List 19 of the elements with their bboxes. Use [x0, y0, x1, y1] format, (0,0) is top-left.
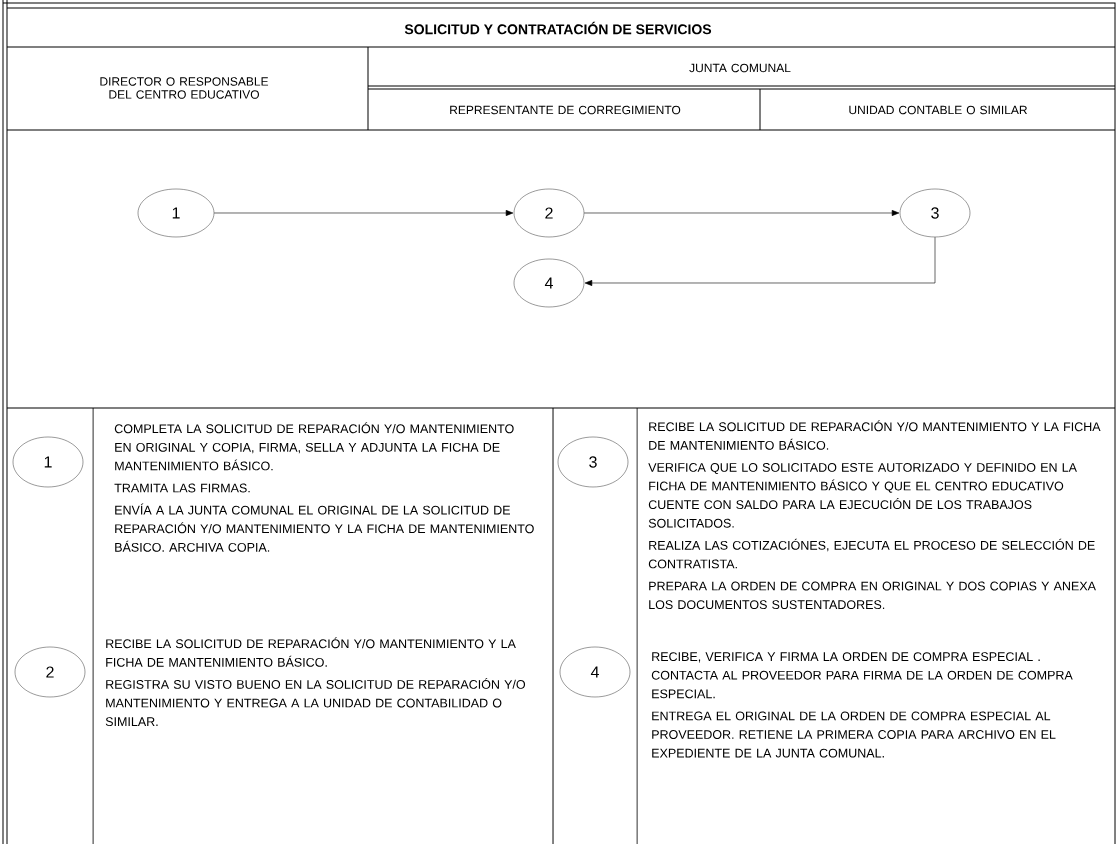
- description-text: RECIBE LA SOLICITUD DE REPARACIÓN Y/O MANTENIMIENTO Y LA FICHA DE MANTENIMIENTO BÁSICO.: [649, 420, 1101, 450]
- description-text: ENTREGA EL ORIGINAL DE LA ORDEN DE COMPRA ESPECIAL AL PROVEEDOR. RETIENE LA PRIMERA COPIA PARA ARCHIVO EN EL EXPEDIENTE DE LA JUNTA COMUNAL.: [652, 711, 1056, 758]
- lane-header: UNIDAD CONTABLE O SIMILAR: [849, 105, 1027, 115]
- description-text: COMPLETA LA SOLICITUD DE REPARACIÓN Y/O MANTENIMIENTO EN ORIGINAL Y COPIA, FIRMA, SELLA Y ADJUNTA LA FICHA DE MANTENIMIENTO BÁSICO.: [114, 422, 514, 471]
- lane-header: JUNTA COMUNAL: [689, 63, 791, 73]
- description-text: TRAMITA LAS FIRMAS.: [114, 483, 250, 493]
- description-text: REGISTRA SU VISTO BUENO EN LA SOLICITUD DE REPARACIÓN Y/O MANTENIMIENTO Y ENTREGA A LA UNIDAD DE CONTABILIDAD O SIMILAR.: [105, 677, 526, 727]
- arrow: [584, 236, 936, 286]
- description-text: ENVÍA A LA JUNTA COMUNAL EL ORIGINAL DE LA SOLICITUD DE REPARACIÓN Y/O MANTENIMIENTO Y LA FICHA DE MANTENIMIENTO BÁSICO. ARCHIVA COPIA.: [115, 503, 534, 552]
- description-text: RECIBE, VERIFICA Y FIRMA LA ORDEN DE COMPRA ESPECIAL . CONTACTA AL PROVEEDOR PARA FIRMA DE LA ORDEN DE COMPRA ESPECIAL.: [651, 652, 1073, 699]
- description-text: REALIZA LAS COTIZACIÓNES, EJECUTA EL PROCESO DE SELECCIÓN DE CONTRATISTA.: [648, 538, 1095, 569]
- description-text: VERIFICA QUE LO SOLICITADO ESTE AUTORIZADO Y DEFINIDO EN LA FICHA DE MANTENIMIENTO BÁSICO Y QUE EL CENTRO EDUCATIVO CUENTE CON SALDO PARA LA EJECUCIÓN DE LOS TRABAJOS SOLICITADOS.: [648, 463, 1077, 528]
- lane-header: DIRECTOR O RESPONSABLE DEL CENTRO EDUCATIVO: [100, 77, 269, 99]
- arrow: [213, 210, 514, 216]
- description-text: RECIBE LA SOLICITUD DE REPARACIÓN Y/O MANTENIMIENTO Y LA FICHA DE MANTENIMIENTO BÁSICO.: [106, 637, 516, 667]
- arrow: [583, 210, 900, 216]
- title: SOLICITUD Y CONTRATACIÓN DE SERVICIOS: [404, 21, 712, 35]
- description-text: PREPARA LA ORDEN DE COMPRA EN ORIGINAL Y DOS COPIAS Y ANEXA LOS DOCUMENTOS SUSTENTADORES.: [649, 581, 1096, 610]
- lane-header: REPRESENTANTE DE CORREGIMIENTO: [450, 105, 681, 115]
